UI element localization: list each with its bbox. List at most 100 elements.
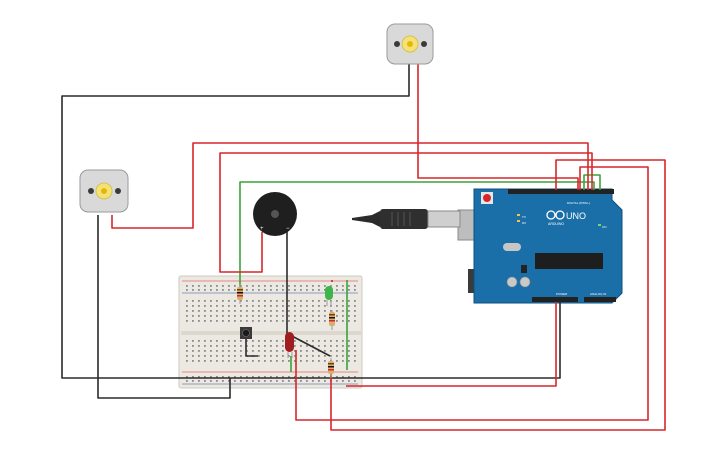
breadboard-hole	[222, 285, 224, 287]
dc-motor-left[interactable]	[79, 169, 129, 213]
breadboard-hole	[258, 310, 260, 312]
breadboard-hole	[288, 380, 290, 382]
buzzer-plus-label: +	[260, 226, 264, 232]
arduino-board	[473, 188, 623, 304]
breadboard-hole	[336, 320, 338, 322]
breadboard-hole	[222, 360, 224, 362]
breadboard-hole	[192, 340, 194, 342]
breadboard-hole	[222, 345, 224, 347]
breadboard-hole	[306, 340, 308, 342]
breadboard-hole	[312, 345, 314, 347]
wire-black-diag	[289, 334, 331, 357]
breadboard-hole	[246, 345, 248, 347]
breadboard-hole	[204, 340, 206, 342]
breadboard-hole	[336, 305, 338, 307]
arduino-logo-icon	[546, 210, 565, 220]
breadboard-hole	[222, 355, 224, 357]
resistor-left[interactable]	[237, 284, 243, 304]
breadboard-hole	[186, 320, 188, 322]
breadboard-hole	[246, 320, 248, 322]
breadboard-hole	[264, 340, 266, 342]
breadboard-hole	[300, 376, 302, 378]
breadboard-hole	[336, 289, 338, 291]
dc-motor-top[interactable]	[386, 23, 434, 65]
breadboard-hole	[210, 360, 212, 362]
breadboard-hole	[300, 305, 302, 307]
breadboard-hole	[258, 355, 260, 357]
breadboard-hole	[192, 315, 194, 317]
breadboard-hole	[228, 345, 230, 347]
breadboard-hole	[318, 345, 320, 347]
breadboard-hole	[300, 285, 302, 287]
breadboard-hole	[324, 300, 326, 302]
breadboard-hole	[198, 289, 200, 291]
breadboard-hole	[312, 340, 314, 342]
breadboard-hole	[210, 285, 212, 287]
analog-header-label: ANALOG IN	[590, 292, 606, 296]
atmega-chip	[535, 253, 603, 269]
arduino-uno[interactable]: UNO ARDUINO DIGITAL (PWM~) POWER ANALOG …	[457, 188, 623, 304]
breadboard-hole	[234, 355, 236, 357]
breadboard-hole	[204, 355, 206, 357]
breadboard-hole	[252, 289, 254, 291]
breadboard-hole	[270, 300, 272, 302]
breadboard-hole	[312, 350, 314, 352]
led-red[interactable]	[285, 332, 294, 358]
breadboard-hole	[258, 315, 260, 317]
breadboard-hole	[288, 305, 290, 307]
breadboard-hole	[198, 285, 200, 287]
breadboard-hole	[198, 315, 200, 317]
breadboard-hole	[354, 300, 356, 302]
breadboard-hole	[258, 320, 260, 322]
breadboard-hole	[312, 320, 314, 322]
breadboard-hole	[318, 289, 320, 291]
breadboard-hole	[324, 360, 326, 362]
breadboard-hole	[318, 360, 320, 362]
breadboard-hole	[318, 310, 320, 312]
breadboard-hole	[342, 305, 344, 307]
breadboard-hole	[216, 340, 218, 342]
breadboard-hole	[282, 355, 284, 357]
breadboard-hole	[210, 315, 212, 317]
breadboard-hole	[336, 376, 338, 378]
breadboard-hole	[186, 350, 188, 352]
breadboard-hole	[246, 310, 248, 312]
breadboard-hole	[270, 345, 272, 347]
breadboard-hole	[258, 289, 260, 291]
breadboard-hole	[348, 340, 350, 342]
breadboard-hole	[306, 355, 308, 357]
breadboard-hole	[246, 305, 248, 307]
led-green[interactable]	[325, 286, 333, 306]
breadboard-hole	[348, 345, 350, 347]
breadboard-hole	[300, 355, 302, 357]
breadboard[interactable]	[178, 275, 363, 389]
breadboard-hole	[342, 380, 344, 382]
resistor-right-top[interactable]	[329, 310, 335, 330]
breadboard-hole	[348, 285, 350, 287]
breadboard-hole	[354, 320, 356, 322]
piezo-buzzer[interactable]: + −	[253, 192, 297, 236]
breadboard-hole	[300, 289, 302, 291]
power-header-label: POWER	[556, 292, 568, 296]
breadboard-hole	[258, 340, 260, 342]
breadboard-hole	[216, 380, 218, 382]
breadboard-hole	[324, 376, 326, 378]
breadboard-hole	[282, 380, 284, 382]
breadboard-hole	[204, 310, 206, 312]
breadboard-hole	[324, 305, 326, 307]
breadboard-hole	[186, 315, 188, 317]
breadboard-hole	[354, 285, 356, 287]
breadboard-hole	[354, 305, 356, 307]
breadboard-hole	[264, 289, 266, 291]
resistor-right-bottom[interactable]	[328, 358, 334, 378]
breadboard-hole	[324, 285, 326, 287]
breadboard-hole	[294, 355, 296, 357]
breadboard-hole	[186, 360, 188, 362]
breadboard-hole	[234, 315, 236, 317]
breadboard-hole	[228, 310, 230, 312]
breadboard-hole	[342, 340, 344, 342]
pushbutton[interactable]	[240, 327, 252, 339]
breadboard-hole	[228, 360, 230, 362]
breadboard-hole	[258, 300, 260, 302]
